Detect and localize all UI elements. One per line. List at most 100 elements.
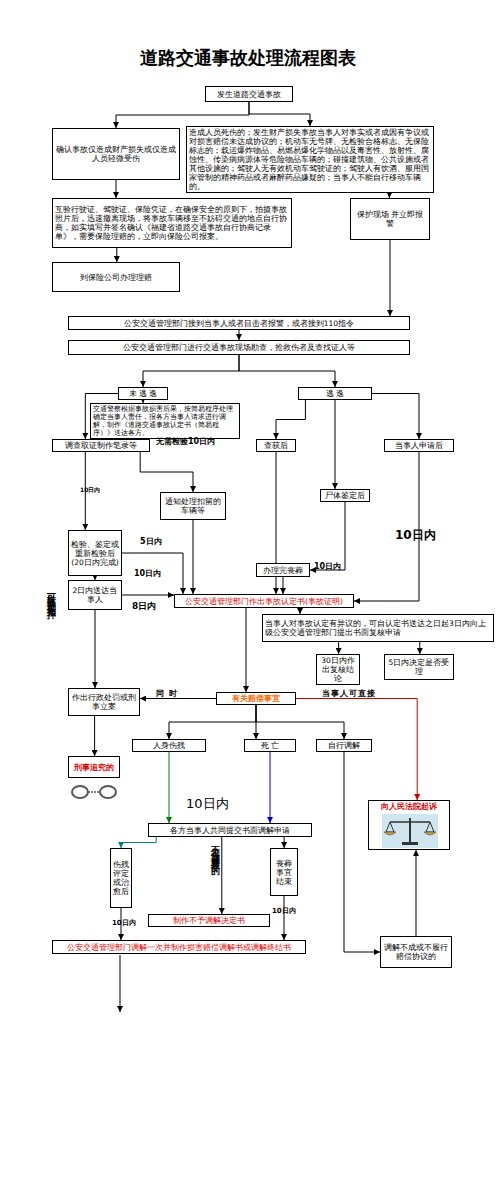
- process-box: 公安交通管理部门作出事故认定书(事故证明): [174, 594, 354, 608]
- process-box: 逃 逸: [298, 387, 372, 400]
- process-box: 尸体鉴定后: [320, 489, 370, 502]
- box-text: 逃 逸: [301, 389, 369, 398]
- flow-arrow: [246, 608, 247, 692]
- process-box: 2日内送达当事人: [68, 580, 122, 610]
- process-box: 调解不成或不履行赔偿协议的: [380, 936, 452, 968]
- box-text: 尸体鉴定后: [323, 491, 367, 500]
- time-note: 10日内: [272, 906, 296, 916]
- process-box: 查获后: [256, 439, 296, 452]
- flow-arrow: [256, 705, 344, 739]
- vertical-note: 可转换刑事扣押: [45, 585, 58, 606]
- process-box: 调查取证制作笔录等: [52, 439, 150, 452]
- flow-arrow: [284, 896, 285, 940]
- box-text: 各方当事人共同提交书面调解申请: [151, 826, 309, 835]
- process-box: 发生道路交通事故: [205, 86, 293, 102]
- flow-arrow: [122, 595, 174, 596]
- box-text: 当事人对事故认定有异议的，可自认定书送达之日起3日内向上级公安交通管理部门提出书…: [265, 619, 491, 637]
- box-text: 公安交通管理部门进行交通事故现场勘查，抢救伤者及查找证人等: [71, 343, 407, 352]
- box-text: 自行调解: [319, 741, 369, 750]
- box-text: 办理完丧葬: [259, 566, 307, 575]
- flow-arrow: [169, 752, 170, 823]
- process-box: 制作不予调解决定书: [148, 914, 270, 927]
- flow-arrow: [94, 716, 95, 756]
- process-box: 伤残评定或治愈后: [110, 848, 132, 908]
- flow-arrow: [310, 502, 345, 570]
- flow-arrow: [116, 180, 117, 198]
- process-box: 30日内作出复核结论: [316, 654, 360, 685]
- box-text: 有关赔偿事宜: [219, 694, 293, 703]
- box-text: 公安交通管理部门接到当事人或者目击者报警，或者接到110指令: [71, 319, 407, 328]
- process-box: 当事人对事故认定有异议的，可自认定书送达之日起3日内向上级公安交通管理部门提出书…: [262, 614, 494, 642]
- process-box: 刑事追究的: [68, 756, 120, 778]
- flow-arrow: [169, 705, 256, 739]
- flow-arrow: [419, 642, 420, 654]
- scales-icon: [382, 814, 438, 848]
- box-text: 通知处理扣留的车辆等: [163, 497, 223, 515]
- box-text: 查获后: [259, 441, 293, 450]
- process-box: 检验、鉴定或重新检验后(20日内完成): [68, 530, 122, 576]
- box-text: 30日内作出复核结论: [319, 656, 357, 683]
- box-text: 向人民法院起诉: [371, 802, 447, 811]
- process-box: 有关赔偿事宜: [216, 692, 296, 705]
- box-text: 公安交通管理部门作出事故认定书(事故证明): [177, 597, 351, 606]
- box-text: 公安交通管理部门调解一次并制作损害赔偿调解书或调解终结书: [55, 943, 303, 952]
- time-note: 无需检验10日内: [156, 436, 215, 447]
- edge-label: 当事人可直接: [322, 688, 376, 699]
- process-box: 5日内决定是否受理: [384, 654, 454, 680]
- box-text: 确认事故仅造成财产损失或仅造成人员轻微受伤: [55, 145, 177, 163]
- flow-arrow: [143, 355, 239, 387]
- box-text: 当事人申请后: [387, 441, 451, 450]
- flow-arrow: [116, 102, 249, 128]
- flow-arrow: [140, 698, 216, 699]
- flow-arrow: [95, 610, 96, 688]
- handcuffs-icon: [70, 782, 120, 802]
- process-box: 作出行政处罚或刑事立案: [68, 688, 140, 716]
- flow-arrow: [249, 102, 310, 126]
- process-box: 互验行驶证、驾驶证、保险凭证，在确保安全的原则下，拍摄事故照片后，迅速撤离现场，…: [52, 198, 292, 248]
- flow-arrow: [239, 330, 240, 340]
- box-text: 互验行驶证、驾驶证、保险凭证，在确保安全的原则下，拍摄事故照片后，迅速撤离现场，…: [55, 205, 289, 241]
- flow-arrow: [122, 553, 183, 594]
- flow-arrow: [239, 355, 335, 387]
- edge-label: 同 时: [156, 688, 178, 699]
- process-box: 交通警察根据事故损害后果，按简易程序处理确定当事人责任，报各方当事人请求进行调解…: [90, 403, 240, 439]
- process-box: 公安交通管理部门进行交通事故现场勘查，抢救伤者及查找证人等: [68, 340, 410, 355]
- box-text: 保护现场 并立即报警: [353, 210, 427, 228]
- box-text: 制作不予调解决定书: [151, 916, 267, 925]
- process-box: 人身伤残: [132, 739, 206, 752]
- process-box: 造成人员死伤的；发生财产损失事故当事人对事实或者成因有争议或对损害赔偿未达成协议…: [186, 126, 434, 193]
- time-note: 10日内: [186, 795, 229, 813]
- process-box: 到保险公司办理理赔: [52, 262, 180, 292]
- flow-arrow: [416, 850, 417, 936]
- flow-arrow: [390, 240, 391, 316]
- process-box: 丧葬事宜结束: [270, 848, 298, 896]
- time-note: 8日内: [132, 600, 156, 613]
- flow-arrow: [221, 837, 222, 914]
- flow-arrow: [372, 394, 419, 440]
- box-text: 死 亡: [247, 741, 293, 750]
- box-text: 2日内送达当事人: [71, 586, 119, 604]
- box-text: 丧葬事宜结束: [273, 859, 295, 886]
- time-note: 10日内: [112, 918, 136, 928]
- process-box: 公安交通管理部门调解一次并制作损害赔偿调解书或调解终结书: [52, 940, 306, 954]
- flow-arrow: [276, 400, 305, 439]
- process-box: 保护现场 并立即报警: [350, 198, 430, 240]
- box-text: 造成人员死伤的；发生财产损失事故当事人对事实或者成因有争议或对损害赔偿未达成协议…: [189, 128, 431, 191]
- time-note: 10日内: [134, 568, 161, 579]
- flow-arrow: [338, 642, 339, 654]
- vertical-note: 不符合调解条件的: [209, 838, 222, 862]
- box-text: 人身伤残: [135, 741, 203, 750]
- box-text: 到保险公司办理理赔: [55, 273, 177, 282]
- flow-arrow: [283, 577, 284, 594]
- box-text: 检验、鉴定或重新检验后(20日内完成): [71, 540, 119, 567]
- box-text: 调查取证制作笔录等: [55, 441, 147, 450]
- box-text: 调解不成或不履行赔偿协议的: [383, 943, 449, 961]
- box-text: 发生道路交通事故: [208, 90, 290, 99]
- flow-arrow: [354, 452, 419, 601]
- box-text: 刑事追究的: [71, 763, 117, 772]
- flow-arrow: [335, 400, 336, 489]
- time-note: 5日内: [140, 536, 162, 547]
- flow-arrow: [193, 520, 194, 594]
- process-box: 死 亡: [244, 739, 296, 752]
- box-text: 交通警察根据事故损害后果，按简易程序处理确定当事人责任，报各方当事人请求进行调解…: [93, 405, 237, 437]
